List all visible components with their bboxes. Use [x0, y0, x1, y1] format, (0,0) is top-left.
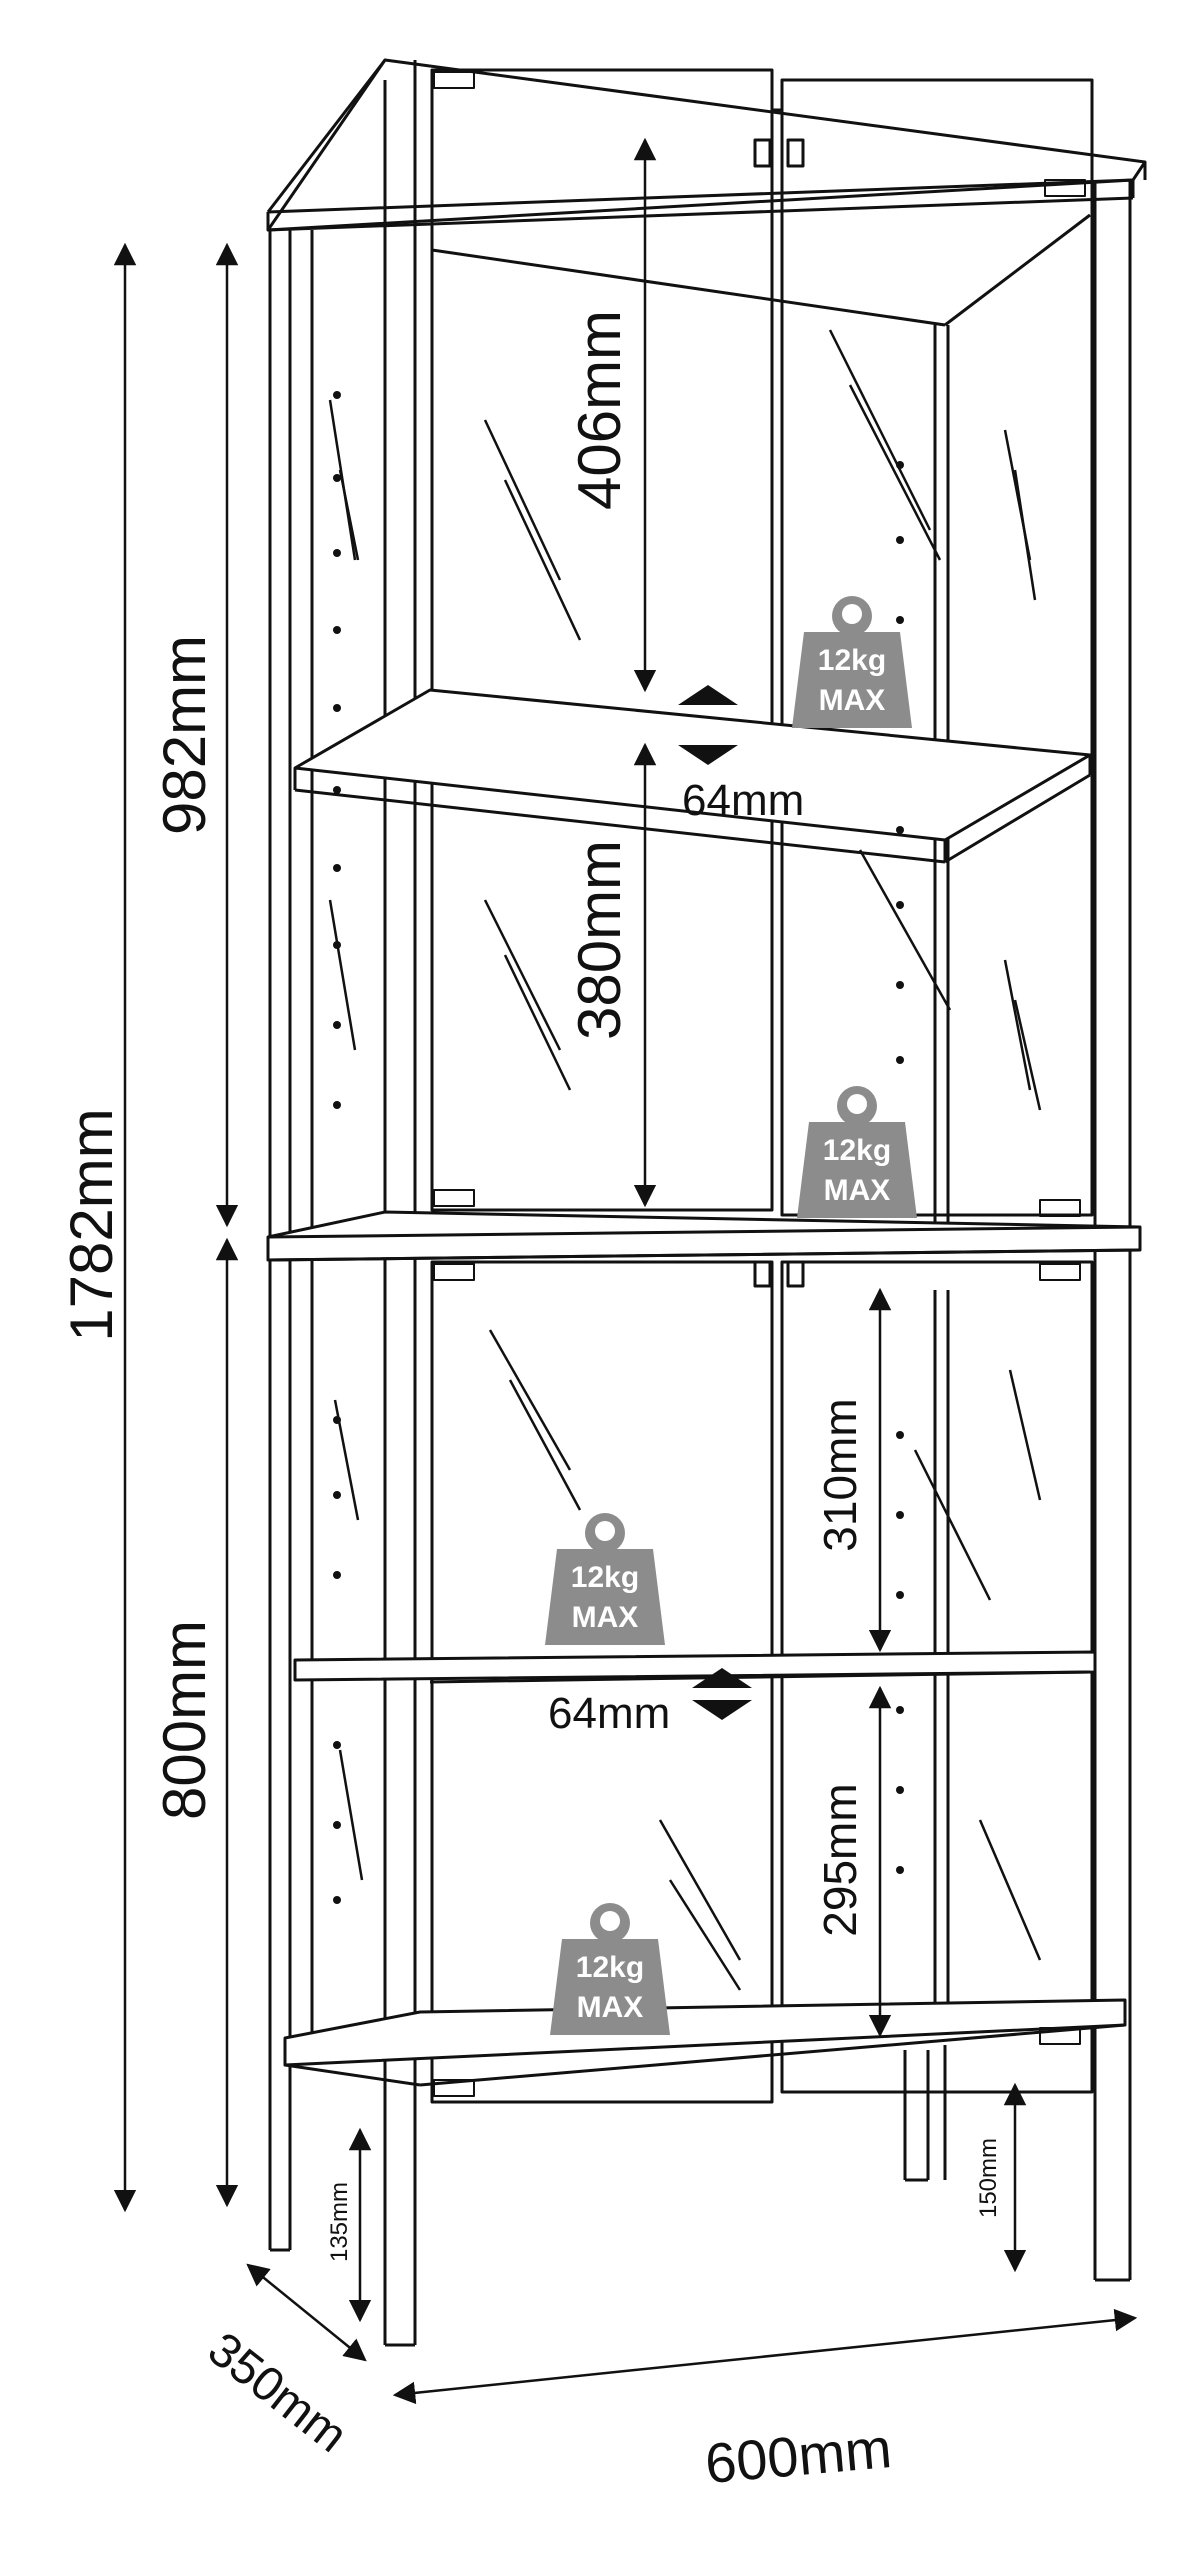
badge-max: MAX	[824, 1174, 891, 1207]
dimension-lines	[113, 137, 1138, 2405]
weight-icon	[550, 1939, 670, 2035]
top-gap-label: 406mm	[566, 310, 633, 510]
lower-top-gap-label: 310mm	[814, 1398, 866, 1551]
badge-weight: 12kg	[823, 1134, 891, 1167]
upper-height-label: 982mm	[151, 635, 218, 835]
load-badge: 12kg MAX	[550, 1903, 670, 2035]
cabinet-drawing	[266, 58, 1147, 2347]
legs	[288, 2045, 947, 2250]
shelf-pin-holes	[333, 391, 904, 1904]
glass-reflections	[328, 329, 1042, 1991]
load-badge: 12kg MAX	[792, 596, 912, 728]
badge-max: MAX	[819, 684, 886, 717]
bottom-board	[283, 1998, 1127, 2087]
load-badge: 12kg MAX	[545, 1513, 665, 1645]
middle-board	[266, 1210, 1142, 1262]
hinges	[433, 71, 1086, 2097]
upper-gap-label: 380mm	[566, 840, 633, 1040]
weight-icon	[545, 1549, 665, 1645]
total-height-label: 1782mm	[58, 1108, 125, 1341]
lower-shelf-adjust-label: 64mm	[548, 1689, 670, 1738]
width-label: 600mm	[703, 2416, 895, 2495]
badge-weight: 12kg	[576, 1951, 644, 1984]
upper-shelf	[293, 688, 1092, 864]
lower-height-label: 800mm	[151, 1620, 218, 1820]
weight-icon	[792, 632, 912, 728]
badge-weight: 12kg	[571, 1561, 639, 1594]
right-leg-label: 150mm	[975, 2138, 1002, 2218]
front-left-post	[383, 60, 417, 2347]
lower-shelf	[293, 1650, 1097, 1684]
badge-max: MAX	[572, 1601, 639, 1634]
left-leg-label: 135mm	[326, 2182, 353, 2262]
badge-max: MAX	[577, 1991, 644, 2024]
depth-label: 350mm	[198, 2323, 357, 2463]
lower-bottom-gap-label: 295mm	[814, 1783, 866, 1936]
depth-line	[246, 2263, 367, 2362]
load-badge: 12kg MAX	[797, 1086, 917, 1218]
weight-icon	[797, 1122, 917, 1218]
adjust-triangles	[678, 685, 752, 1720]
upper-shelf-adjust-label: 64mm	[682, 776, 804, 825]
top-board	[266, 58, 1147, 232]
lower-doors	[430, 1260, 1094, 2104]
width-line	[392, 2308, 1138, 2405]
upper-doors	[430, 68, 1094, 1217]
badge-weight: 12kg	[818, 644, 886, 677]
